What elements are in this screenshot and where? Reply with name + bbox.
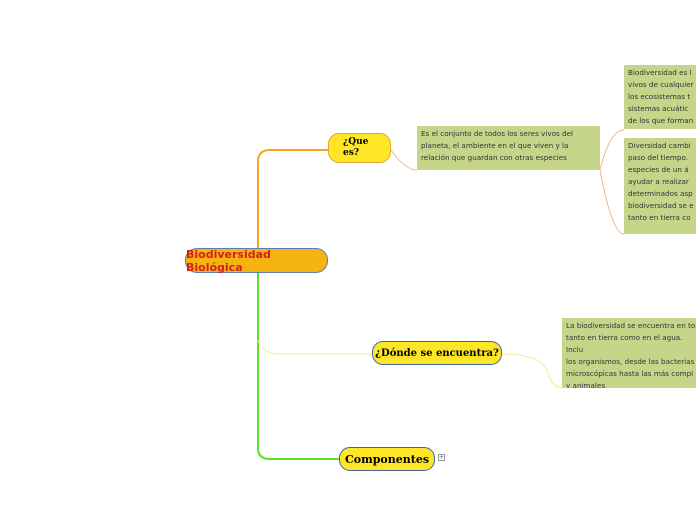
topic-donde-label: ¿Dónde se encuentra? xyxy=(375,347,499,359)
central-topic-label: Biodiversidad Biológica xyxy=(186,247,271,274)
topic-componentes[interactable]: Componentes xyxy=(339,447,435,471)
topic-donde-se-encuentra[interactable]: ¿Dónde se encuentra? xyxy=(372,341,502,365)
expand-toggle-icon[interactable]: + xyxy=(438,454,445,461)
branch-biodiversidad-es xyxy=(599,129,625,171)
central-topic[interactable]: Biodiversidad Biológica xyxy=(185,247,328,274)
branch-donde xyxy=(257,339,372,355)
subtopic-definicion[interactable]: Es el conjunto de todos los seres vivos … xyxy=(417,126,600,170)
branch-donde-texto xyxy=(501,353,563,389)
subtopic-biodiversidad-es[interactable]: Biodiversidad es l vivos de cualquier lo… xyxy=(624,65,696,129)
topic-que-es-label: ¿Que es? xyxy=(343,137,369,158)
branch-componentes xyxy=(257,273,339,460)
subtopic-diversidad-cambia[interactable]: Diversidad cambi paso del tiempo. especi… xyxy=(624,138,696,234)
branch-diversidad-cambia xyxy=(599,169,625,235)
topic-componentes-label: Componentes xyxy=(344,452,430,466)
topic-que-es[interactable]: ¿Que es? xyxy=(328,133,391,163)
branch-que xyxy=(257,149,328,248)
subtopic-donde-texto[interactable]: La biodiversidad se encuentra en to tant… xyxy=(562,318,696,388)
branch-definicion xyxy=(390,149,418,171)
